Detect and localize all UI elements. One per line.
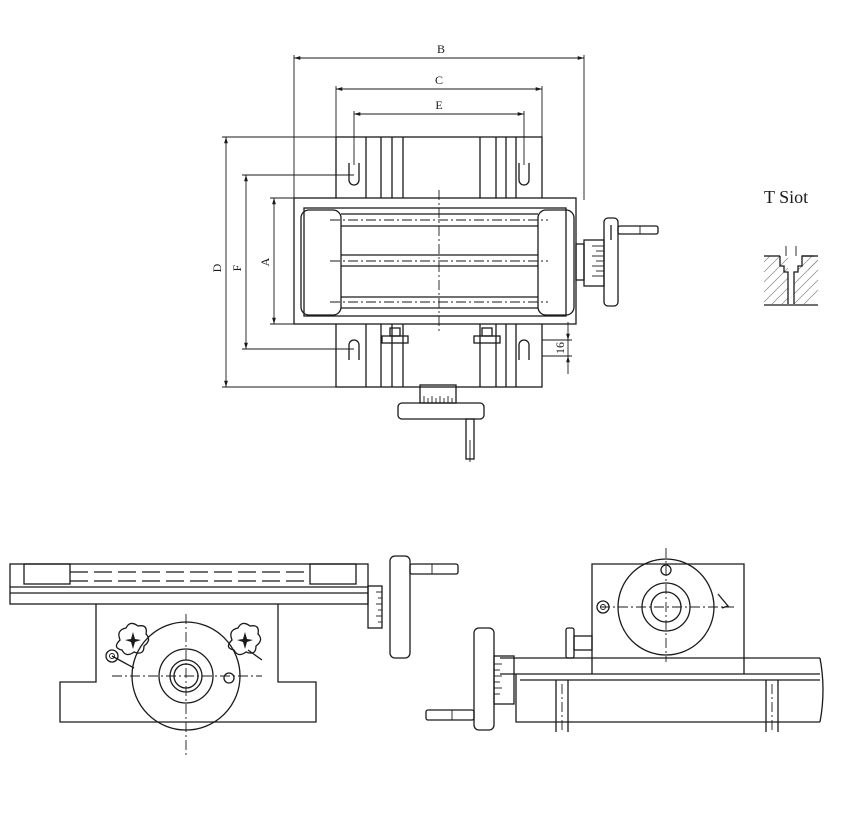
handwheel-icon xyxy=(112,614,262,756)
dimension-slot-label: 16 xyxy=(553,342,567,354)
top-view: B C E D F A 16 xyxy=(210,42,659,462)
dimension-b-label: B xyxy=(437,42,445,56)
dimension-a-label: A xyxy=(258,257,272,266)
side-view xyxy=(425,548,824,732)
dimension-c-label: C xyxy=(435,73,443,87)
dimension-f-label: F xyxy=(230,264,244,271)
dimension-e-label: E xyxy=(435,98,442,112)
star-knob-icon xyxy=(115,622,262,656)
slot-section-icon xyxy=(763,246,819,306)
t-slot-detail: T Siot xyxy=(763,187,819,306)
front-view xyxy=(9,555,459,756)
t-slot-title: T Siot xyxy=(764,187,808,207)
dimension-d-label: D xyxy=(210,263,224,272)
handle-icon xyxy=(425,709,475,721)
